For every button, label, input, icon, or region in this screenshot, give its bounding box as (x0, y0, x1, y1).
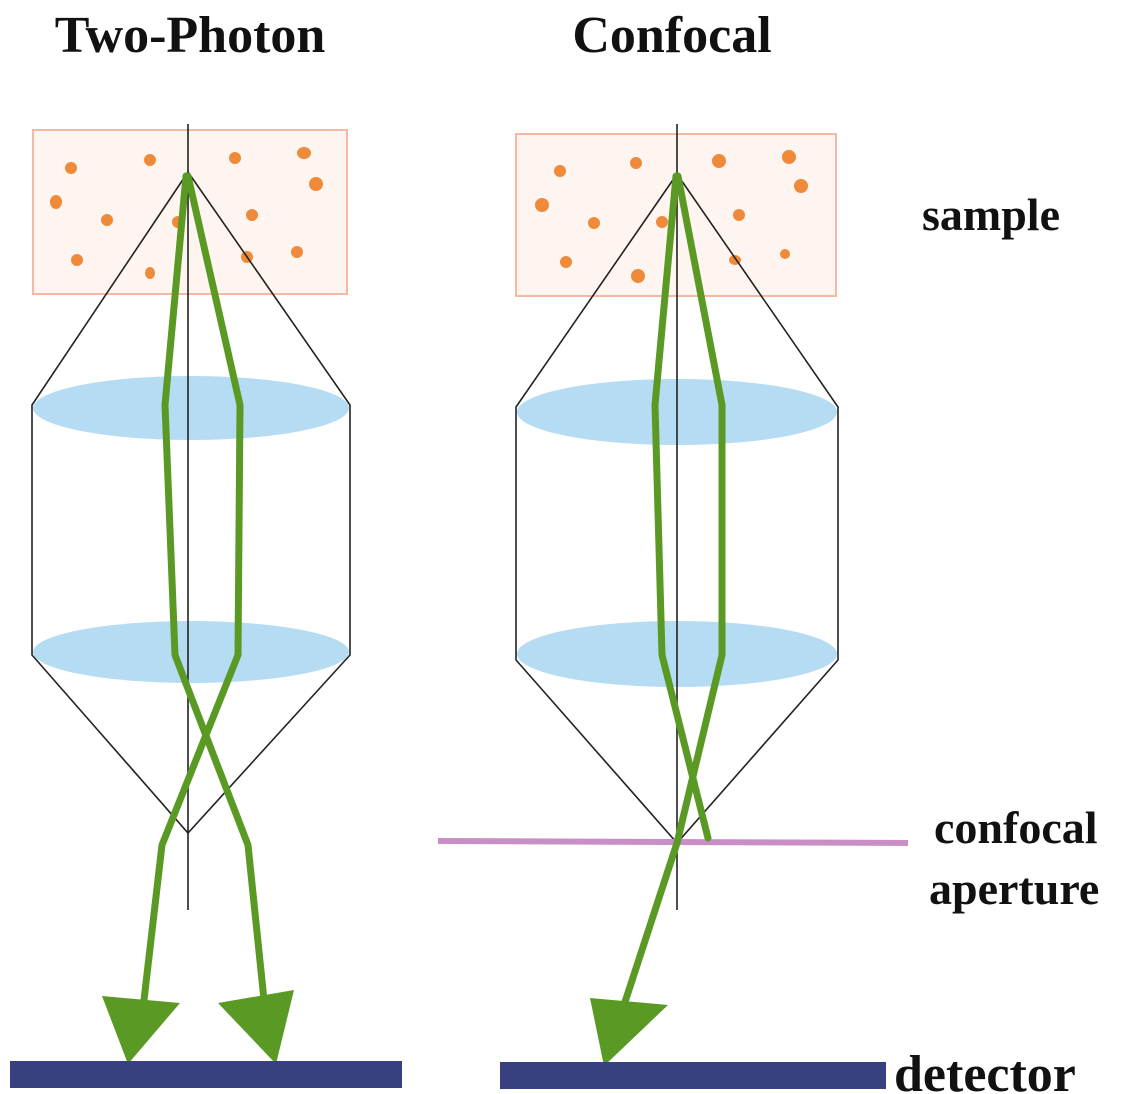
arrowheads-confocal (590, 998, 668, 1066)
arrow-down-icon (590, 998, 668, 1066)
arrow-down-icon (218, 990, 294, 1064)
sample-box-confocal (515, 133, 837, 297)
confocal-aperture-line (437, 838, 909, 846)
detector-bar-confocal (500, 1062, 886, 1089)
label-sample: sample (922, 189, 1060, 240)
label-detector: detector (894, 1046, 1076, 1094)
emission-beams-two-photon (140, 172, 268, 1004)
arrow-down-icon (102, 996, 180, 1064)
arrowheads-two-photon (102, 990, 294, 1064)
sample-box-two-photon (32, 129, 348, 295)
title-two-photon: Two-Photon (55, 7, 326, 64)
two-photon-panel (10, 124, 402, 1088)
title-confocal: Confocal (572, 7, 771, 64)
fluorophores-confocal (535, 150, 808, 283)
label-confocal-aperture-line1: confocal (934, 802, 1098, 853)
upper-lens-two-photon (33, 376, 349, 440)
label-confocal-aperture-line2: aperture (929, 863, 1099, 914)
lower-lens-two-photon (33, 621, 349, 683)
detector-bar-two-photon (10, 1061, 402, 1088)
emission-beams-confocal (620, 172, 726, 1009)
confocal-panel (437, 124, 909, 1089)
